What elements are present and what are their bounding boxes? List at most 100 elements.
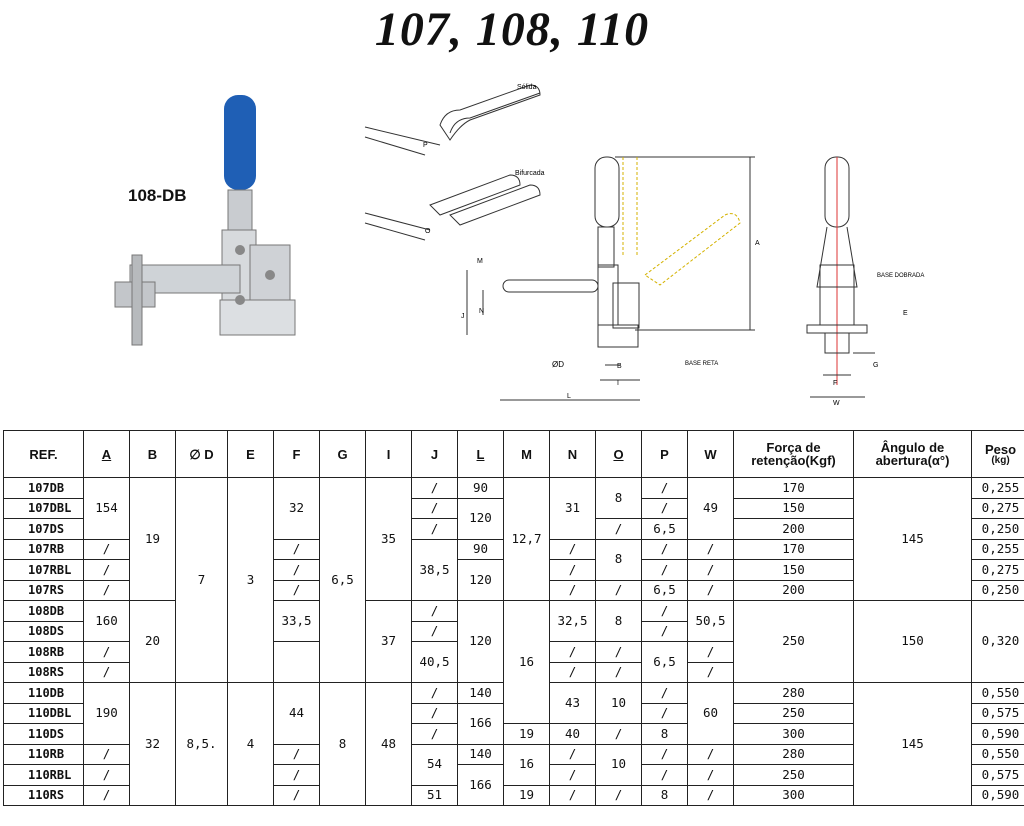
cell: 6,5 xyxy=(641,579,688,601)
cell: 200 xyxy=(733,579,854,601)
cell: / xyxy=(549,579,596,601)
cell: 90 xyxy=(457,477,504,499)
col-f: F xyxy=(273,430,320,478)
table-row: 107DB 154 19 7 3 32 6,5 35 / 90 12,7 31 … xyxy=(3,477,1024,683)
col-j: J xyxy=(411,430,458,478)
cell: / xyxy=(595,579,642,601)
cell: 166 xyxy=(457,764,504,806)
cell: / xyxy=(411,477,458,499)
cell: 6,5 xyxy=(641,518,688,540)
label-n: N xyxy=(479,308,484,315)
cell: 0,275 xyxy=(971,497,1024,519)
label-base-reta: BASE RETA xyxy=(685,361,718,367)
cell: / xyxy=(549,764,596,786)
col-w: W xyxy=(687,430,734,478)
cell: / xyxy=(641,682,688,704)
cell: 300 xyxy=(733,723,854,745)
cell: 8 xyxy=(595,538,642,581)
col-e: E xyxy=(227,430,274,478)
label-g: G xyxy=(873,362,878,369)
cell: 0,575 xyxy=(971,764,1024,786)
cell: / xyxy=(687,538,734,560)
cell: / xyxy=(641,600,688,622)
cell: / xyxy=(641,497,688,519)
col-i: I xyxy=(365,430,412,478)
cell: 160 xyxy=(83,600,130,642)
ref-cell: 107RBL xyxy=(3,559,84,581)
label-j: J xyxy=(461,313,465,320)
cell: 0,250 xyxy=(971,518,1024,540)
cell: 8,5. xyxy=(175,682,228,806)
label-bifurcada: Bifurcada xyxy=(515,170,545,177)
label-solida: Sólida xyxy=(517,84,537,91)
cell: 0,255 xyxy=(971,477,1024,499)
cell: 250 xyxy=(733,764,854,786)
cell: 12,7 xyxy=(503,477,550,601)
cell: / xyxy=(411,518,458,540)
cell: 120 xyxy=(457,600,504,683)
col-peso: Peso(kg) xyxy=(971,430,1024,478)
ref-cell: 110RBL xyxy=(3,764,84,786)
cell: 10 xyxy=(595,682,642,724)
clamp-photo xyxy=(114,95,296,346)
cell: 48 xyxy=(365,682,412,806)
label-b: B xyxy=(617,363,622,370)
cell: / xyxy=(641,702,688,724)
ref-cell: 110RS xyxy=(3,784,84,806)
cell: 150 xyxy=(733,497,854,519)
cell: 7 xyxy=(175,477,228,683)
label-od: ØD xyxy=(552,360,564,369)
table-row: 110DB 190 32 8,5. 4 44 8 48 / 140 43 10 … xyxy=(3,682,1024,806)
cell: / xyxy=(411,600,458,622)
cell: 300 xyxy=(733,784,854,806)
blue-handle xyxy=(224,95,256,190)
cell: 150 xyxy=(733,559,854,581)
table-header-row: REF. A B ∅ D E F G I J L M N O P W Força… xyxy=(3,430,1024,478)
cell: / xyxy=(83,579,130,601)
cell: 20 xyxy=(129,600,176,683)
col-a: A xyxy=(83,430,130,478)
cell: / xyxy=(273,784,320,806)
table-row: 108DB 160 20 33,5 37 / 120 16 32,5 8 / 5… xyxy=(3,600,1024,724)
label-m: M xyxy=(477,258,483,265)
cell: 32,5 xyxy=(549,600,596,642)
ref-cell: 110RB xyxy=(3,743,84,765)
page-title: 107, 108, 110 xyxy=(374,3,650,56)
cell: 0,550 xyxy=(971,682,1024,704)
ref-cell: 107RB xyxy=(3,538,84,560)
cell: / xyxy=(641,743,688,765)
cell: 33,5 xyxy=(273,600,320,642)
cell: 145 xyxy=(853,477,972,601)
cell: / xyxy=(83,784,130,806)
cell: 32 xyxy=(273,477,320,540)
cell: / xyxy=(549,661,596,683)
label-o: O xyxy=(425,228,431,235)
cell: / xyxy=(273,538,320,560)
cell: 140 xyxy=(457,743,504,765)
cell: / xyxy=(549,641,596,663)
cell: / xyxy=(83,538,130,560)
table-row: 107RBL / / 120 / / / 150 0,275 xyxy=(3,559,1024,601)
cell: / xyxy=(411,723,458,745)
col-ref: REF. xyxy=(3,430,84,478)
col-l: L xyxy=(457,430,504,478)
cell: 154 xyxy=(83,477,130,540)
cell: 10 xyxy=(595,743,642,786)
cell: 0,275 xyxy=(971,559,1024,581)
cell: / xyxy=(549,743,596,765)
table-row: 108RB / 40,5 / / 6,5 / xyxy=(3,641,1024,683)
cell: / xyxy=(595,723,642,745)
photo-label: 108-DB xyxy=(128,186,187,205)
ref-cell: 110DBL xyxy=(3,702,84,724)
cell: 38,5 xyxy=(411,538,458,601)
col-d: ∅ D xyxy=(175,430,228,478)
cell: 0,590 xyxy=(971,723,1024,745)
cell: / xyxy=(411,682,458,704)
table-row: 107RS / / / / 6,5 / 200 0,250 xyxy=(3,579,1024,601)
cell xyxy=(273,641,320,683)
label-f: F xyxy=(833,380,837,387)
cell: / xyxy=(641,538,688,560)
cell: / xyxy=(687,784,734,806)
ref-cell: 107DB xyxy=(3,477,84,499)
cell: 250 xyxy=(733,600,854,683)
